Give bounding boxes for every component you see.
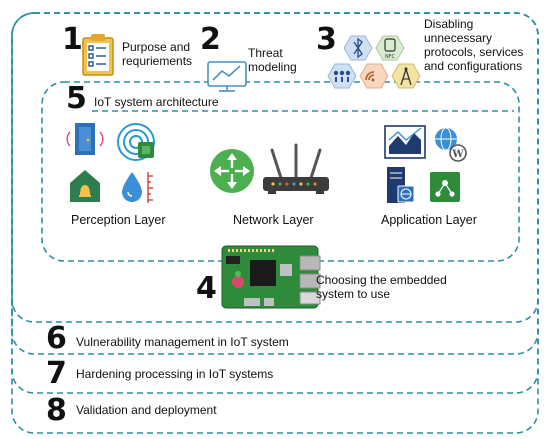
step-6-number: 6 bbox=[46, 321, 67, 356]
step-3-label: Disabling unnecessary protocols, service… bbox=[424, 17, 523, 73]
step-4-label-line-1: Choosing the embedded bbox=[316, 273, 447, 287]
step-1-label-line-2: requriements bbox=[122, 54, 193, 68]
network-layer-label: Network Layer bbox=[233, 213, 314, 227]
step-1-label: Purpose and requriements bbox=[122, 40, 192, 68]
perception-layer-label: Perception Layer bbox=[71, 213, 166, 227]
step-2-label: Threat modeling bbox=[248, 46, 297, 74]
step-7-label: Hardening processing in IoT systems bbox=[76, 367, 274, 381]
step-4-number: 4 bbox=[196, 271, 217, 306]
frame-steps-1-5 bbox=[11, 12, 539, 323]
step-5-label: IoT system architecture bbox=[94, 95, 219, 109]
application-layer-label: Application Layer bbox=[381, 213, 477, 227]
step-8-number: 8 bbox=[46, 393, 67, 428]
step-3-label-line-1: Disabling bbox=[424, 17, 474, 31]
step-1-number: 1 bbox=[62, 22, 83, 57]
step-2-label-line-2: modeling bbox=[248, 60, 297, 74]
step-8-label: Validation and deployment bbox=[76, 403, 217, 417]
step-2-label-line-1: Threat bbox=[248, 46, 283, 60]
step-5-number: 5 bbox=[66, 81, 87, 116]
step-3-number: 3 bbox=[316, 22, 337, 57]
step-3-label-line-2: unnecessary bbox=[424, 31, 493, 45]
step-6-label: Vulnerability management in IoT system bbox=[76, 335, 289, 349]
step-3-label-line-3: protocols, services bbox=[424, 45, 524, 59]
step-4-label: Choosing the embedded system to use bbox=[316, 273, 447, 301]
step-2-number: 2 bbox=[200, 22, 221, 57]
step-4-label-line-2: system to use bbox=[316, 287, 391, 301]
step-1-label-line-1: Purpose and bbox=[122, 40, 191, 54]
step-7-number: 7 bbox=[46, 356, 67, 391]
step-3-label-line-4: and configurations bbox=[424, 59, 523, 73]
